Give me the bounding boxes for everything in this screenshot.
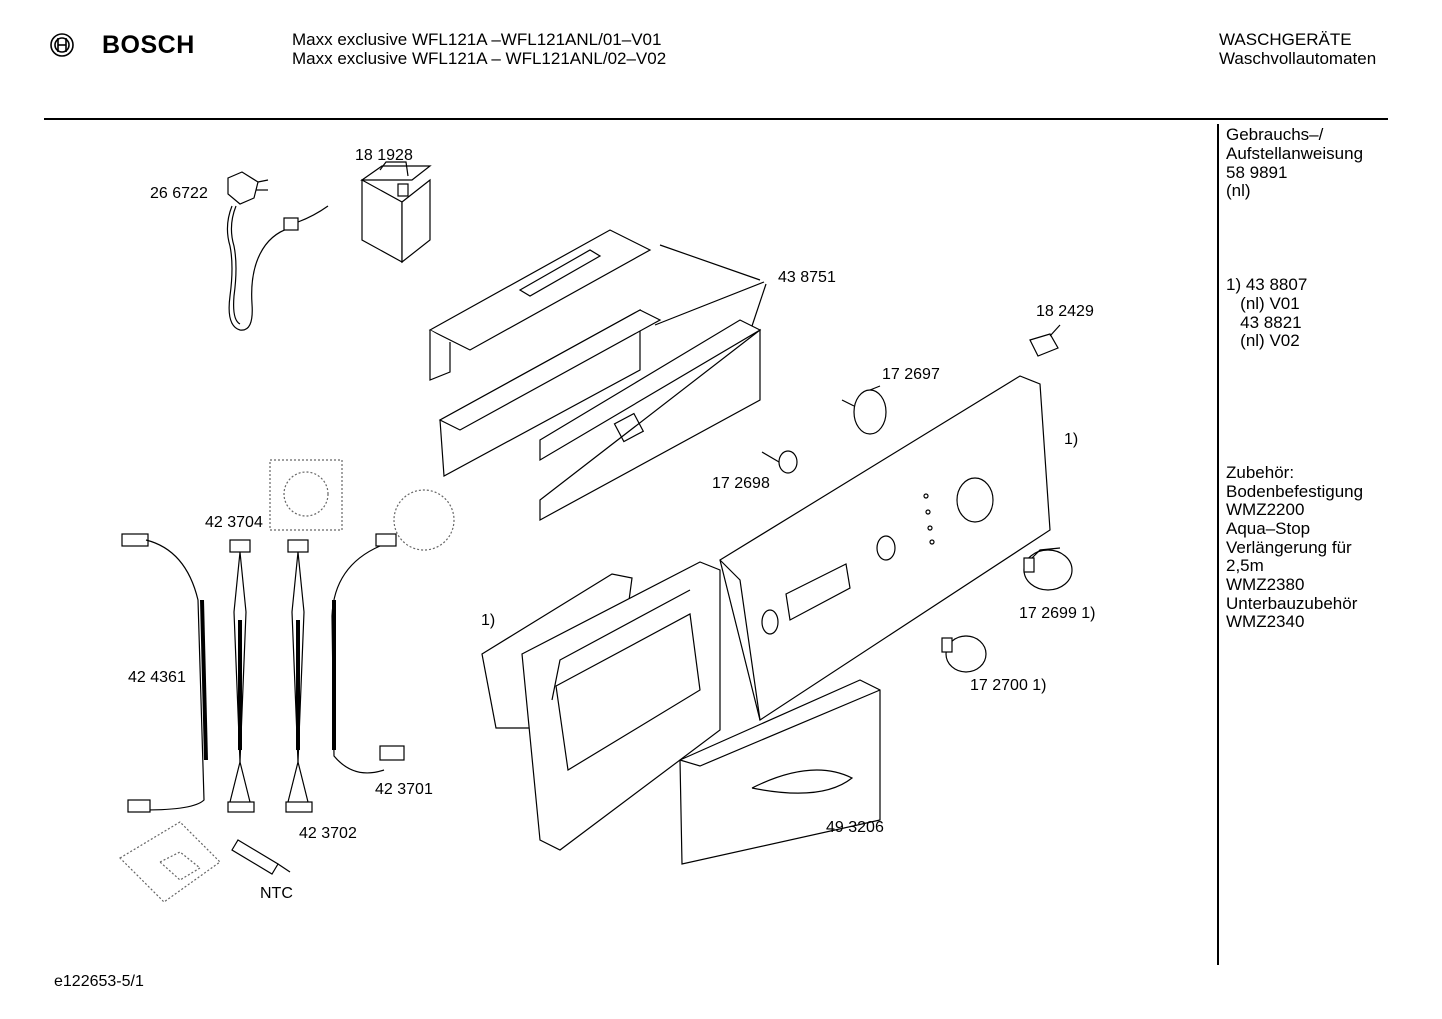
power-cord-drawing — [226, 171, 329, 331]
note-marker-right: 1) — [1064, 431, 1079, 448]
accessories-title: Zubehör: — [1226, 463, 1295, 482]
accessory-2-code: WMZ2380 — [1226, 575, 1305, 594]
accessory-2-length: 2,5m — [1226, 556, 1264, 575]
variant-2-tag: (nl) V02 — [1226, 331, 1300, 350]
part-label-493206: 49 3206 — [826, 819, 884, 836]
part-label-438751: 43 8751 — [778, 269, 836, 286]
accessory-3-code: WMZ2340 — [1226, 612, 1305, 631]
small-clip-drawing — [1029, 324, 1061, 357]
drawer-and-seal-drawing — [481, 561, 721, 851]
part-label-172700: 17 2700 1) — [970, 677, 1047, 694]
part-label-423701: 42 3701 — [375, 781, 433, 798]
part-label-182429: 18 2429 — [1036, 303, 1094, 320]
category-line-1: WASCHGERÄTE — [1219, 30, 1352, 49]
part-label-172697: 17 2697 — [882, 366, 940, 383]
small-knob-drawing — [761, 450, 798, 474]
front-panel-drawing — [719, 375, 1051, 721]
manual-number: 58 9891 — [1226, 163, 1288, 182]
part-label-266722: 26 6722 — [150, 185, 208, 202]
selector-knob-drawing — [841, 385, 887, 435]
part-label-424361: 42 4361 — [128, 669, 186, 686]
part-label-172698: 17 2698 — [712, 475, 770, 492]
variant-2-number: 43 8821 — [1226, 313, 1302, 332]
drawing-id: e122653-5/1 — [54, 973, 144, 990]
variant-1-number: 1) 43 8807 — [1226, 275, 1308, 294]
category-line-2: Waschvollautomaten — [1219, 49, 1377, 68]
part-label-423702: 42 3702 — [299, 825, 357, 842]
program-knob-drawing — [1023, 547, 1073, 591]
wire-harness-drawings — [121, 533, 405, 813]
ntc-sensor-drawing — [231, 839, 291, 875]
accessory-2-name: Aqua–Stop — [1226, 519, 1311, 538]
model-line-1: Maxx exclusive WFL121A –WFL121ANL/01–V01 — [292, 30, 662, 49]
ntc-label: NTC — [260, 885, 293, 902]
accessory-1-code: WMZ2200 — [1226, 500, 1305, 519]
bosch-logo-icon — [50, 33, 74, 57]
manual-language: (nl) — [1226, 181, 1251, 200]
control-module-drawing — [428, 229, 767, 522]
manual-title-1: Gebrauchs–/ — [1226, 125, 1324, 144]
filter-box-drawing — [360, 161, 432, 264]
accessory-1-name: Bodenbefestigung — [1226, 482, 1364, 501]
part-label-423704: 42 3704 — [205, 514, 263, 531]
option-knob-drawing — [941, 635, 987, 673]
brand-name: BOSCH — [102, 31, 195, 59]
ghost-components — [119, 459, 455, 903]
accessory-2-desc: Verlängerung für — [1226, 538, 1352, 557]
accessory-3-name: Unterbauzubehör — [1226, 594, 1358, 613]
drawer-handle-drawing — [679, 679, 881, 865]
note-marker-left: 1) — [481, 612, 496, 629]
variant-1-tag: (nl) V01 — [1226, 294, 1300, 313]
part-label-172699: 17 2699 1) — [1019, 605, 1096, 622]
part-label-181928: 18 1928 — [355, 147, 413, 164]
manual-title-2: Aufstellanweisung — [1226, 144, 1364, 163]
model-line-2: Maxx exclusive WFL121A – WFL121ANL/02–V0… — [292, 49, 667, 68]
